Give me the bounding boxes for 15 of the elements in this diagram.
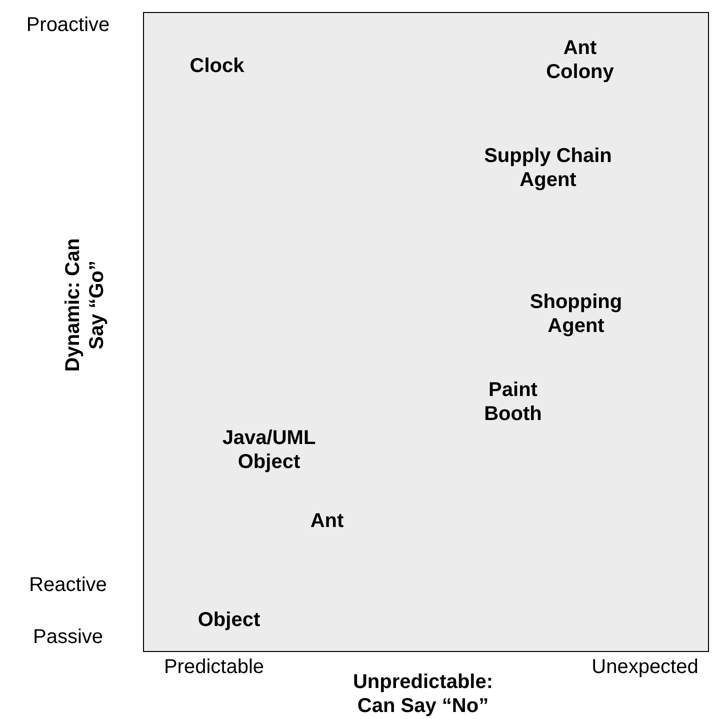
point-label: Object [196,608,262,632]
axis-tick-label: Passive [32,625,104,649]
axis-tick-label: Proactive [25,13,111,37]
point-label: Shopping Agent [528,290,624,338]
point-label: Ant Colony [545,36,615,84]
point-label: Ant [309,509,345,533]
axis-title: Dynamic: Can Say “Go” [61,237,109,374]
axis-title: Unpredictable: Can Say “No” [352,670,494,718]
axis-tick-label: Predictable [162,655,266,679]
point-label: Clock [188,54,246,78]
point-label: Paint Booth [483,378,543,426]
point-label: Java/UML Object [221,426,317,474]
axis-tick-label: Reactive [28,573,108,597]
axis-tick-label: Unexpected [590,655,700,679]
point-label: Supply Chain Agent [483,144,613,192]
